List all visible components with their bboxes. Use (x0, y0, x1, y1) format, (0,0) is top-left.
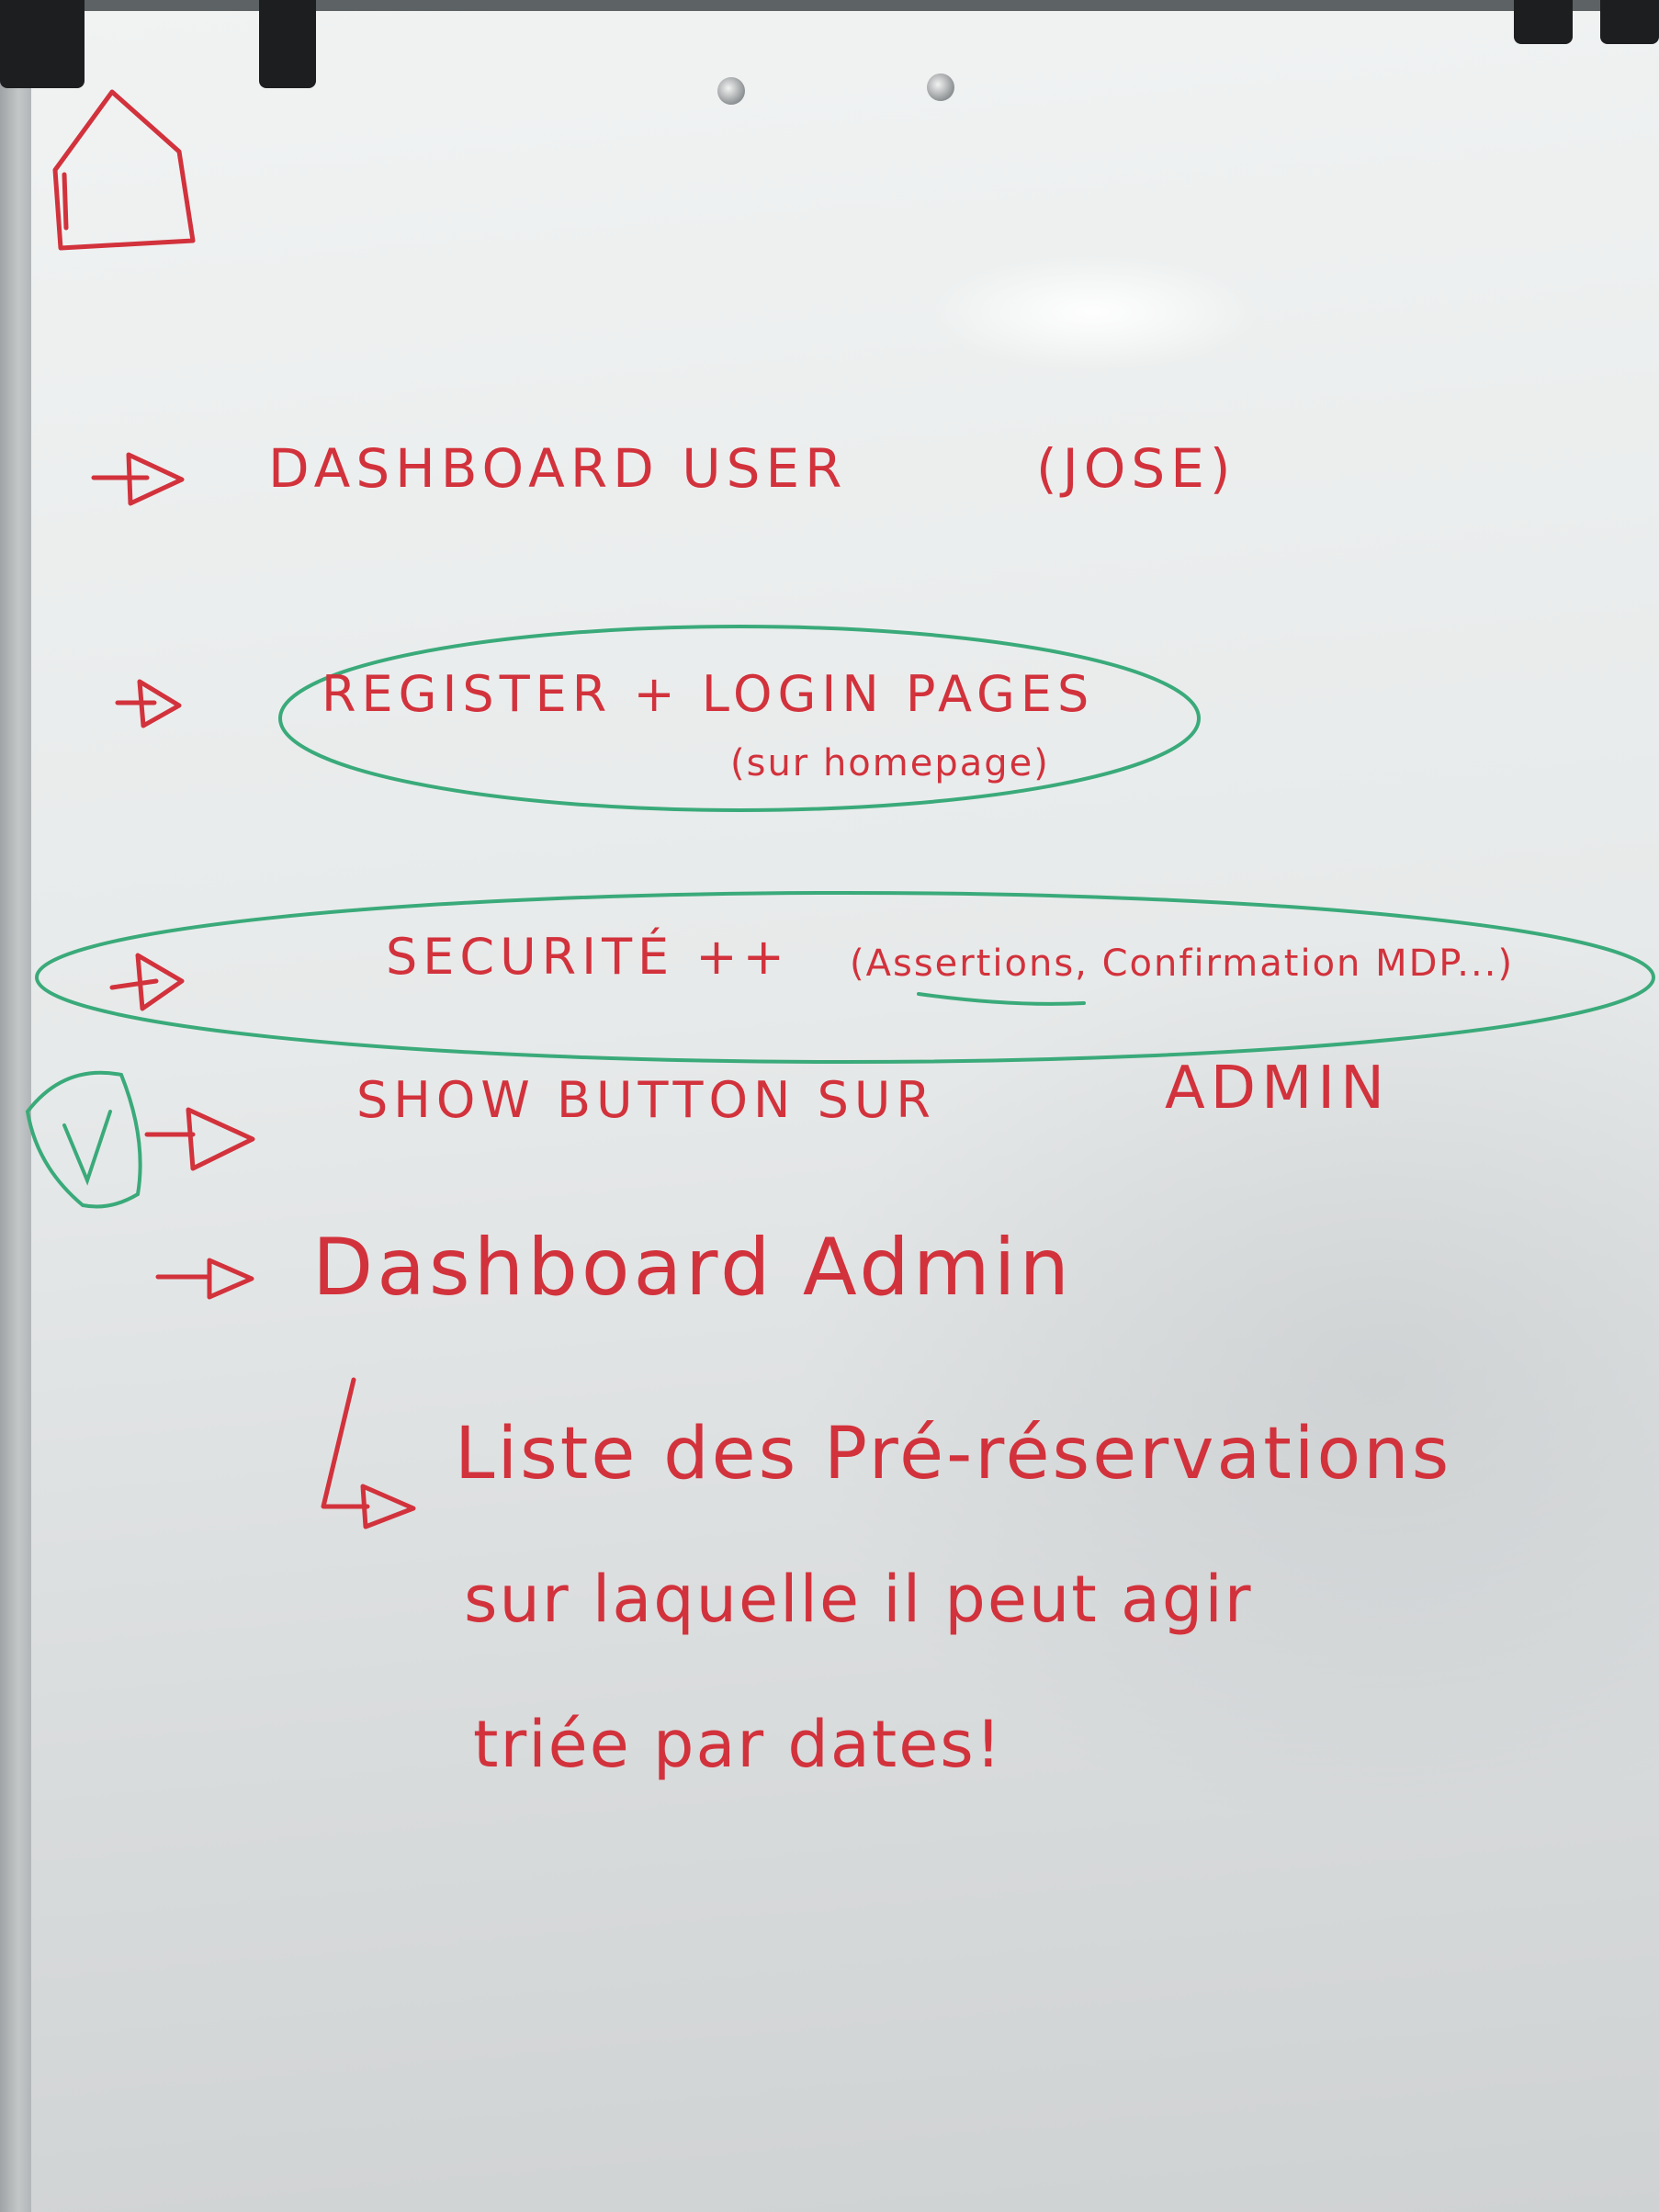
sub-arrow-icon (321, 1377, 416, 1529)
highlight-oval-register (278, 625, 1201, 812)
board-left-frame (0, 0, 31, 2212)
note-rest: , Confirmation MDP...) (1075, 942, 1515, 985)
board-screw (717, 77, 745, 105)
line-register-login-note: (sur homepage) (730, 742, 1050, 784)
board-clip-center (259, 0, 316, 88)
board-clip-right (1514, 0, 1573, 44)
line-securite: SECURITÉ ++ (386, 928, 790, 986)
line-show-button-admin: ADMIN (1165, 1055, 1391, 1123)
arrow-icon (115, 679, 182, 728)
arrow-icon (109, 953, 185, 1011)
board-clip-left (0, 0, 85, 88)
line-securite-note: (Assertions, Confirmation MDP...) (850, 942, 1514, 985)
checkmark-icon (25, 1070, 142, 1209)
line-dashboard-user: DASHBOARD USER (268, 437, 848, 500)
house-icon (52, 89, 196, 251)
line-liste: Liste des Pré-réservations (455, 1413, 1452, 1495)
arrow-icon (144, 1107, 255, 1171)
line-dashboard-admin: Dashboard Admin (312, 1222, 1073, 1314)
board-screw (927, 73, 954, 101)
line-show-button: SHOW BUTTON SUR (356, 1071, 936, 1129)
line-liste-2: sur laquelle il peut agir (464, 1562, 1253, 1637)
arrow-icon (155, 1258, 254, 1300)
line-dashboard-user-note: (JOSE) (1036, 437, 1236, 500)
highlight-oval-security (35, 891, 1655, 1064)
note-open-paren: ( (850, 942, 866, 985)
note-assertions: Assertions (865, 942, 1076, 985)
line-register-login: REGISTER + LOGIN PAGES (322, 665, 1095, 723)
arrow-icon (91, 452, 185, 506)
board-clip-far-right (1600, 0, 1659, 44)
line-liste-3: triée par dates! (473, 1707, 1003, 1782)
assertions-underline (917, 992, 1086, 1006)
board-top-rail (0, 0, 1659, 11)
